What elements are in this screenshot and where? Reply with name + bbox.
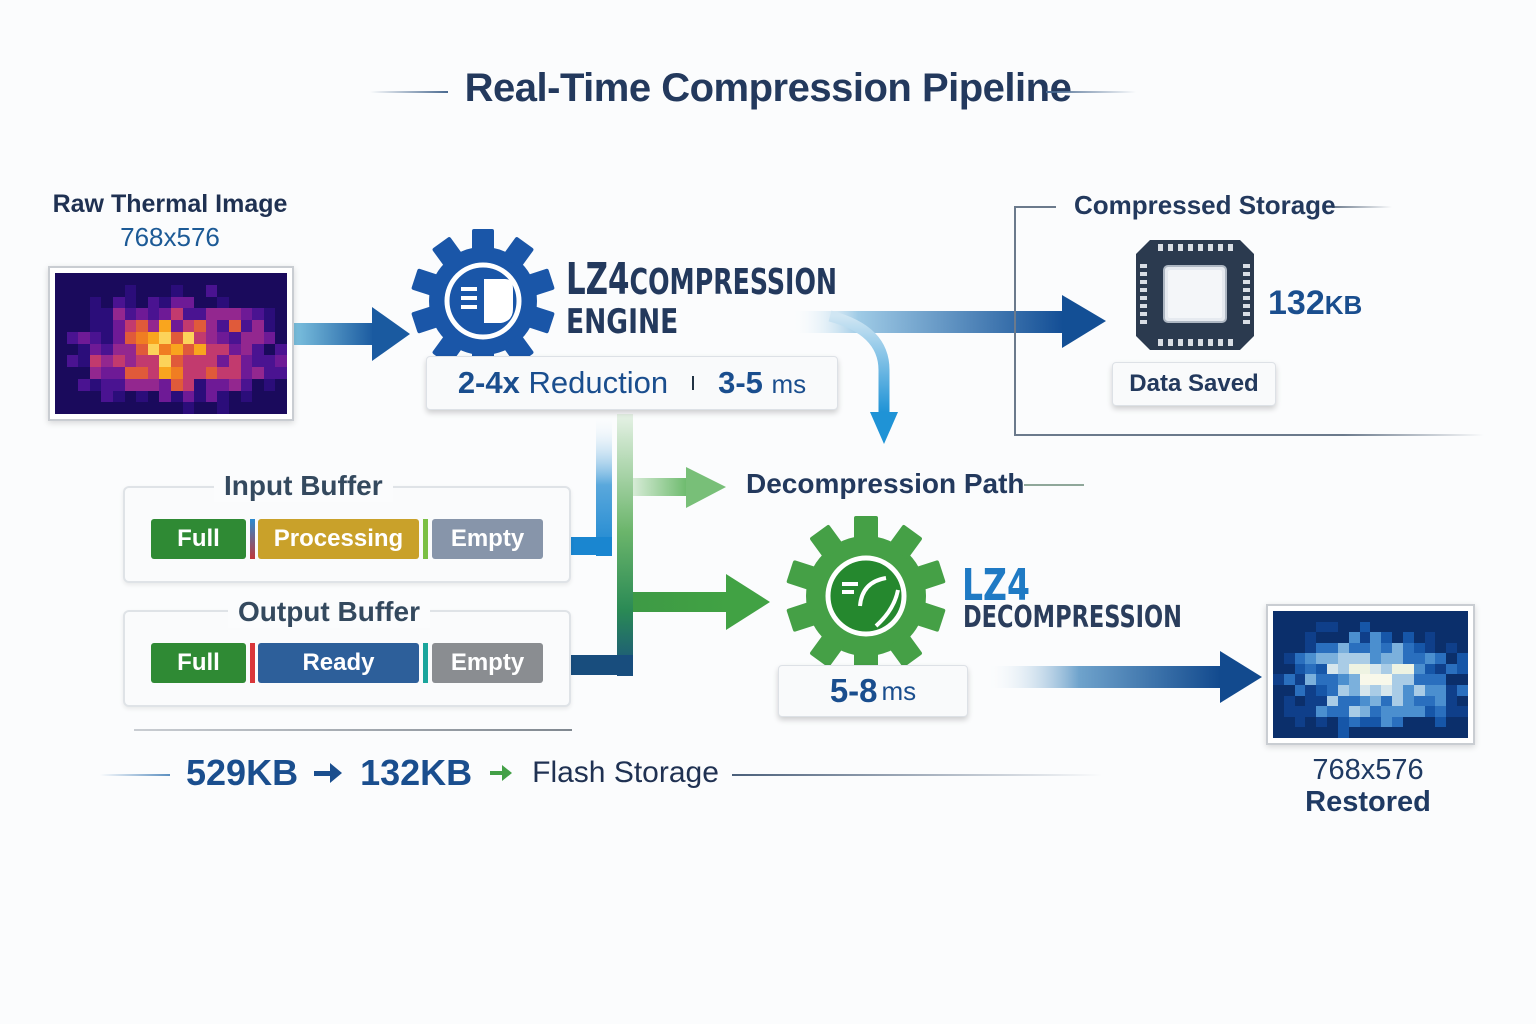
storage-frame-bottom bbox=[1014, 434, 1484, 436]
stats-divider bbox=[692, 376, 695, 390]
compression-time-unit: ms bbox=[771, 369, 807, 399]
page-title: Real-Time Compression Pipeline bbox=[464, 66, 1072, 110]
arrow-right-icon bbox=[314, 763, 343, 783]
input-buffer-title: Input Buffer bbox=[214, 470, 393, 502]
buffers-bottom-rule bbox=[134, 729, 572, 731]
restored-dimensions: 768x576 bbox=[1312, 754, 1424, 786]
compressed-size-value: 132 bbox=[1268, 284, 1325, 322]
arrow-right-green-icon bbox=[490, 765, 513, 781]
output-buffer-segment-full: Full bbox=[151, 643, 246, 683]
raw-thermal-image bbox=[48, 266, 294, 421]
decompression-time-unit: ms bbox=[881, 675, 917, 706]
size-summary: 529KB 132KB Flash Storage bbox=[186, 752, 719, 794]
input-buffer-segment-processing: Processing bbox=[258, 519, 419, 559]
decompression-path-rule bbox=[1024, 484, 1084, 486]
input-buffer-segment-full: Full bbox=[151, 519, 246, 559]
compression-engine-title: LZ4COMPRESSION bbox=[566, 258, 837, 302]
compressed-size: 132KB bbox=[1268, 284, 1362, 323]
output-divider-1 bbox=[250, 643, 255, 683]
input-buffer-bar: Full Processing Empty bbox=[151, 519, 543, 559]
engine-label: ENGINE bbox=[566, 302, 679, 342]
arrow-to-decompression-engine bbox=[633, 574, 770, 630]
arrow-raw-to-engine bbox=[292, 307, 410, 361]
compression-stats: 2-4x Reduction 3-5 ms bbox=[426, 356, 838, 410]
compressed-storage-title: Compressed Storage bbox=[1074, 190, 1336, 220]
chip-icon bbox=[1136, 240, 1254, 350]
restored-label: Restored bbox=[1305, 786, 1431, 819]
input-divider-1 bbox=[250, 519, 255, 559]
flash-storage-label: Flash Storage bbox=[532, 756, 719, 789]
input-divider-2 bbox=[423, 519, 428, 559]
decompression-path-title: Decompression Path bbox=[746, 468, 1025, 499]
output-buffer-segment-empty: Empty bbox=[432, 643, 543, 683]
arrow-decompression-to-restored bbox=[985, 651, 1262, 703]
compressed-storage-frame bbox=[1014, 206, 1496, 436]
restored-pixel-grid bbox=[1273, 611, 1468, 738]
reduction-value: 2-4x bbox=[457, 365, 520, 400]
compression-label: COMPRESSION bbox=[629, 262, 838, 303]
connector-input-buffer bbox=[570, 414, 612, 556]
raw-image-dimensions: 768x576 bbox=[120, 222, 220, 252]
arrow-engine-to-decompression bbox=[828, 310, 898, 444]
lz4-label: LZ4 bbox=[566, 254, 630, 305]
title-rule-left bbox=[370, 91, 448, 93]
output-divider-2 bbox=[423, 643, 428, 683]
compressed-size-summary: 132KB bbox=[360, 752, 473, 793]
original-size: 529KB bbox=[186, 752, 299, 793]
thermal-pixel-grid bbox=[55, 273, 287, 414]
decompression-time-value: 5-8 bbox=[829, 672, 878, 709]
output-buffer-bar: Full Ready Empty bbox=[151, 643, 543, 683]
compressed-size-unit: KB bbox=[1324, 290, 1363, 320]
storage-frame-top-left bbox=[1014, 206, 1056, 208]
summary-rule-left bbox=[100, 774, 170, 776]
output-buffer-segment-ready: Ready bbox=[258, 643, 419, 683]
arrow-to-decompression-path bbox=[633, 467, 726, 508]
title-rule-right bbox=[1046, 91, 1136, 93]
restored-caption: 768x576 Restored bbox=[1268, 754, 1468, 819]
raw-image-label: Raw Thermal Image bbox=[52, 190, 288, 218]
connector-output-buffer bbox=[570, 414, 633, 676]
compression-time-value: 3-5 bbox=[718, 365, 763, 400]
restored-image bbox=[1266, 604, 1475, 745]
input-buffer-segment-empty: Empty bbox=[432, 519, 543, 559]
decompression-label: DECOMPRESSION bbox=[963, 600, 1182, 635]
output-buffer-title: Output Buffer bbox=[228, 596, 430, 628]
data-saved-badge: Data Saved bbox=[1112, 362, 1276, 406]
summary-rule-right bbox=[732, 774, 1102, 776]
storage-frame-top-right bbox=[1332, 206, 1392, 208]
gear-compress-icon bbox=[411, 229, 555, 373]
decompression-lz4-label: LZ4 bbox=[962, 560, 1030, 611]
gear-decompress-icon bbox=[786, 516, 946, 676]
reduction-label: Reduction bbox=[528, 365, 669, 400]
